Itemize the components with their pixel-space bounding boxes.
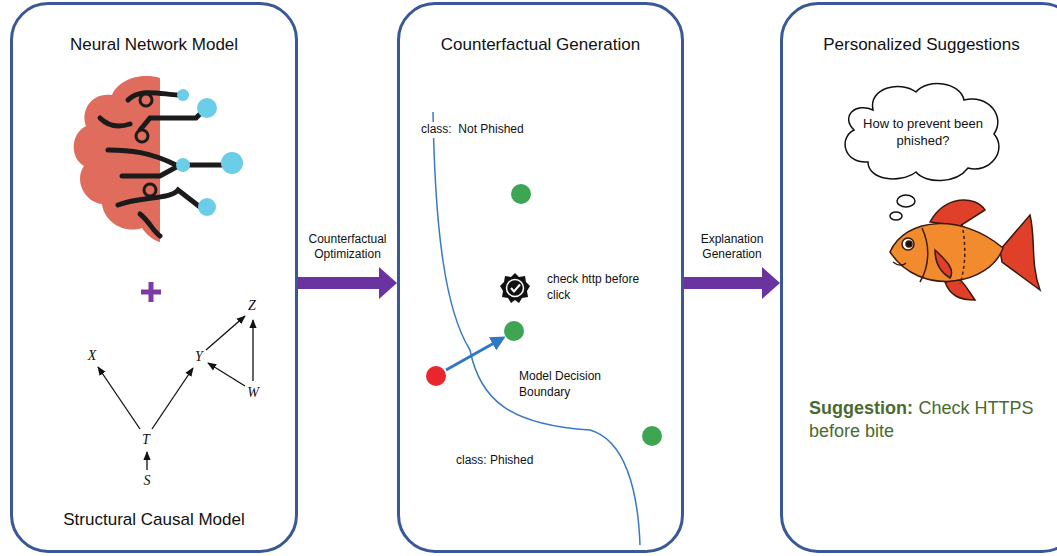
variable-label: Y — [194, 348, 204, 366]
plot-label: Model Decision Boundary — [518, 369, 620, 400]
thought-cloud: How to prevent been phished? — [838, 80, 1008, 185]
model-panel: Neural Network ModelStructural Causal Mo… — [10, 2, 298, 553]
arrow-label: Counterfactual Optimization — [302, 232, 394, 263]
text-block: Neural Network Model — [13, 35, 295, 55]
cloud-shape — [845, 84, 999, 181]
text-block: Suggestion:Check HTTPS before bite — [809, 397, 1034, 444]
text-block: Counterfactual Generation — [400, 35, 681, 55]
arrow-head — [379, 267, 397, 299]
data-points — [426, 184, 662, 446]
brain-icon — [74, 76, 243, 242]
arrow-label: Explanation Generation — [686, 232, 778, 263]
variable-label: X — [87, 347, 98, 365]
plot-label: class: Phished — [455, 453, 534, 469]
plus-sign — [141, 282, 161, 302]
arrow-head — [762, 267, 780, 299]
plot-label: check http before click — [546, 272, 658, 303]
check-badge — [500, 273, 530, 303]
flow-arrow — [298, 267, 397, 299]
counterfactual-arrow — [446, 338, 503, 370]
text-block: How to prevent been phished? — [863, 116, 983, 150]
arrow-shaft — [684, 277, 762, 289]
suggestion-panel-text: Personalized Suggestions — [823, 35, 1020, 54]
arrow-shaft — [298, 277, 379, 289]
variable-label: S — [143, 472, 152, 490]
counterfactual-panel-text: Counterfactual Generation — [441, 35, 640, 54]
suggestion-panel-text: Suggestion: — [809, 398, 913, 418]
thought-cloud-text: How to prevent been phished? — [863, 116, 983, 148]
text-block: Structural Causal Model — [13, 510, 295, 530]
suggestion-panel: Personalized SuggestionsSuggestion:Check… — [780, 2, 1057, 553]
model-panel-text: Structural Causal Model — [63, 510, 244, 529]
plot-label: class: Not Phished — [420, 122, 525, 138]
causal-graph-arrows — [98, 316, 253, 470]
flow-arrow — [684, 267, 780, 299]
text-block: Personalized Suggestions — [783, 35, 1057, 55]
model-panel-text: Neural Network Model — [70, 35, 238, 54]
variable-label: W — [246, 384, 260, 402]
decision-boundary — [433, 112, 640, 545]
variable-label: T — [141, 431, 151, 449]
fish-icon — [890, 200, 1040, 300]
thought-bubbles — [890, 195, 915, 220]
variable-label: Z — [247, 297, 257, 315]
